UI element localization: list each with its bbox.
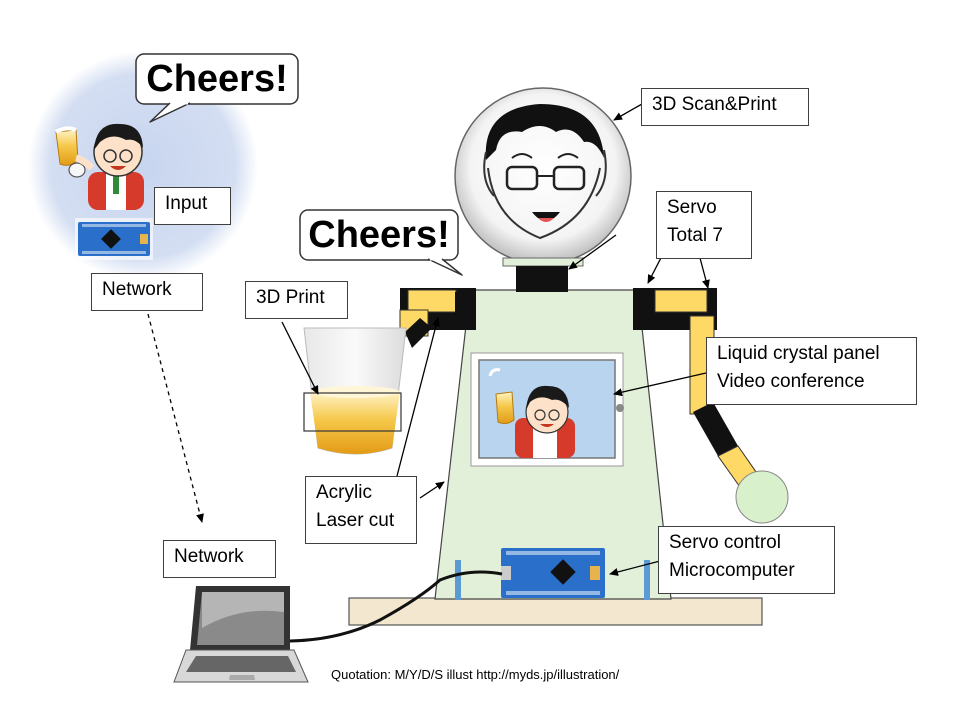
label-servo-control-line2: Microcomputer (669, 560, 795, 581)
speech-bubble-remote (135, 53, 299, 123)
label-3d-scan-print: 3D Scan&Print (641, 88, 809, 126)
lcd-panel (470, 352, 624, 467)
speech-text-remote: Cheers! (146, 58, 288, 100)
label-acrylic-line2: Laser cut (316, 510, 395, 531)
robot-head-icon (454, 87, 632, 265)
label-servo-control-line1: Servo control (669, 532, 781, 553)
label-servo-control: Servo control Microcomputer (658, 526, 835, 594)
laptop-icon (173, 586, 309, 683)
label-network-bottom: Network (163, 540, 276, 578)
label-network-top: Network (91, 273, 203, 311)
person-cheers-icon (54, 123, 144, 210)
usb-cable (289, 570, 503, 643)
label-3d-print: 3D Print (245, 281, 348, 319)
label-lcd: Liquid crystal panel Video conference (706, 337, 917, 405)
label-lcd-line2: Video conference (717, 371, 865, 392)
label-servo-line1: Servo (667, 197, 717, 218)
left-arm (399, 288, 476, 348)
beer-glass-icon (303, 327, 407, 455)
label-servo: Servo Total 7 (656, 191, 752, 259)
head-stand (502, 257, 584, 267)
label-servo-line2: Total 7 (667, 225, 723, 246)
label-lcd-line1: Liquid crystal panel (717, 343, 880, 364)
network-link-arrow (147, 313, 204, 523)
arduino-board-icon (75, 218, 153, 260)
neck-servo (516, 266, 568, 292)
robot-arduino-board (501, 548, 605, 598)
right-arm (633, 288, 789, 524)
label-input: Input (154, 187, 231, 225)
pointer-arrows (281, 103, 710, 576)
robot-base-board (348, 597, 763, 626)
speech-bubble-robot (299, 209, 463, 276)
label-acrylic: Acrylic Laser cut (305, 476, 417, 544)
quotation-caption: Quotation: M/Y/D/S illust http://myds.jp… (331, 667, 620, 682)
label-acrylic-line1: Acrylic (316, 482, 372, 503)
speech-text-robot: Cheers! (308, 214, 450, 256)
standoff-right (644, 560, 650, 600)
standoff-left (455, 560, 461, 600)
